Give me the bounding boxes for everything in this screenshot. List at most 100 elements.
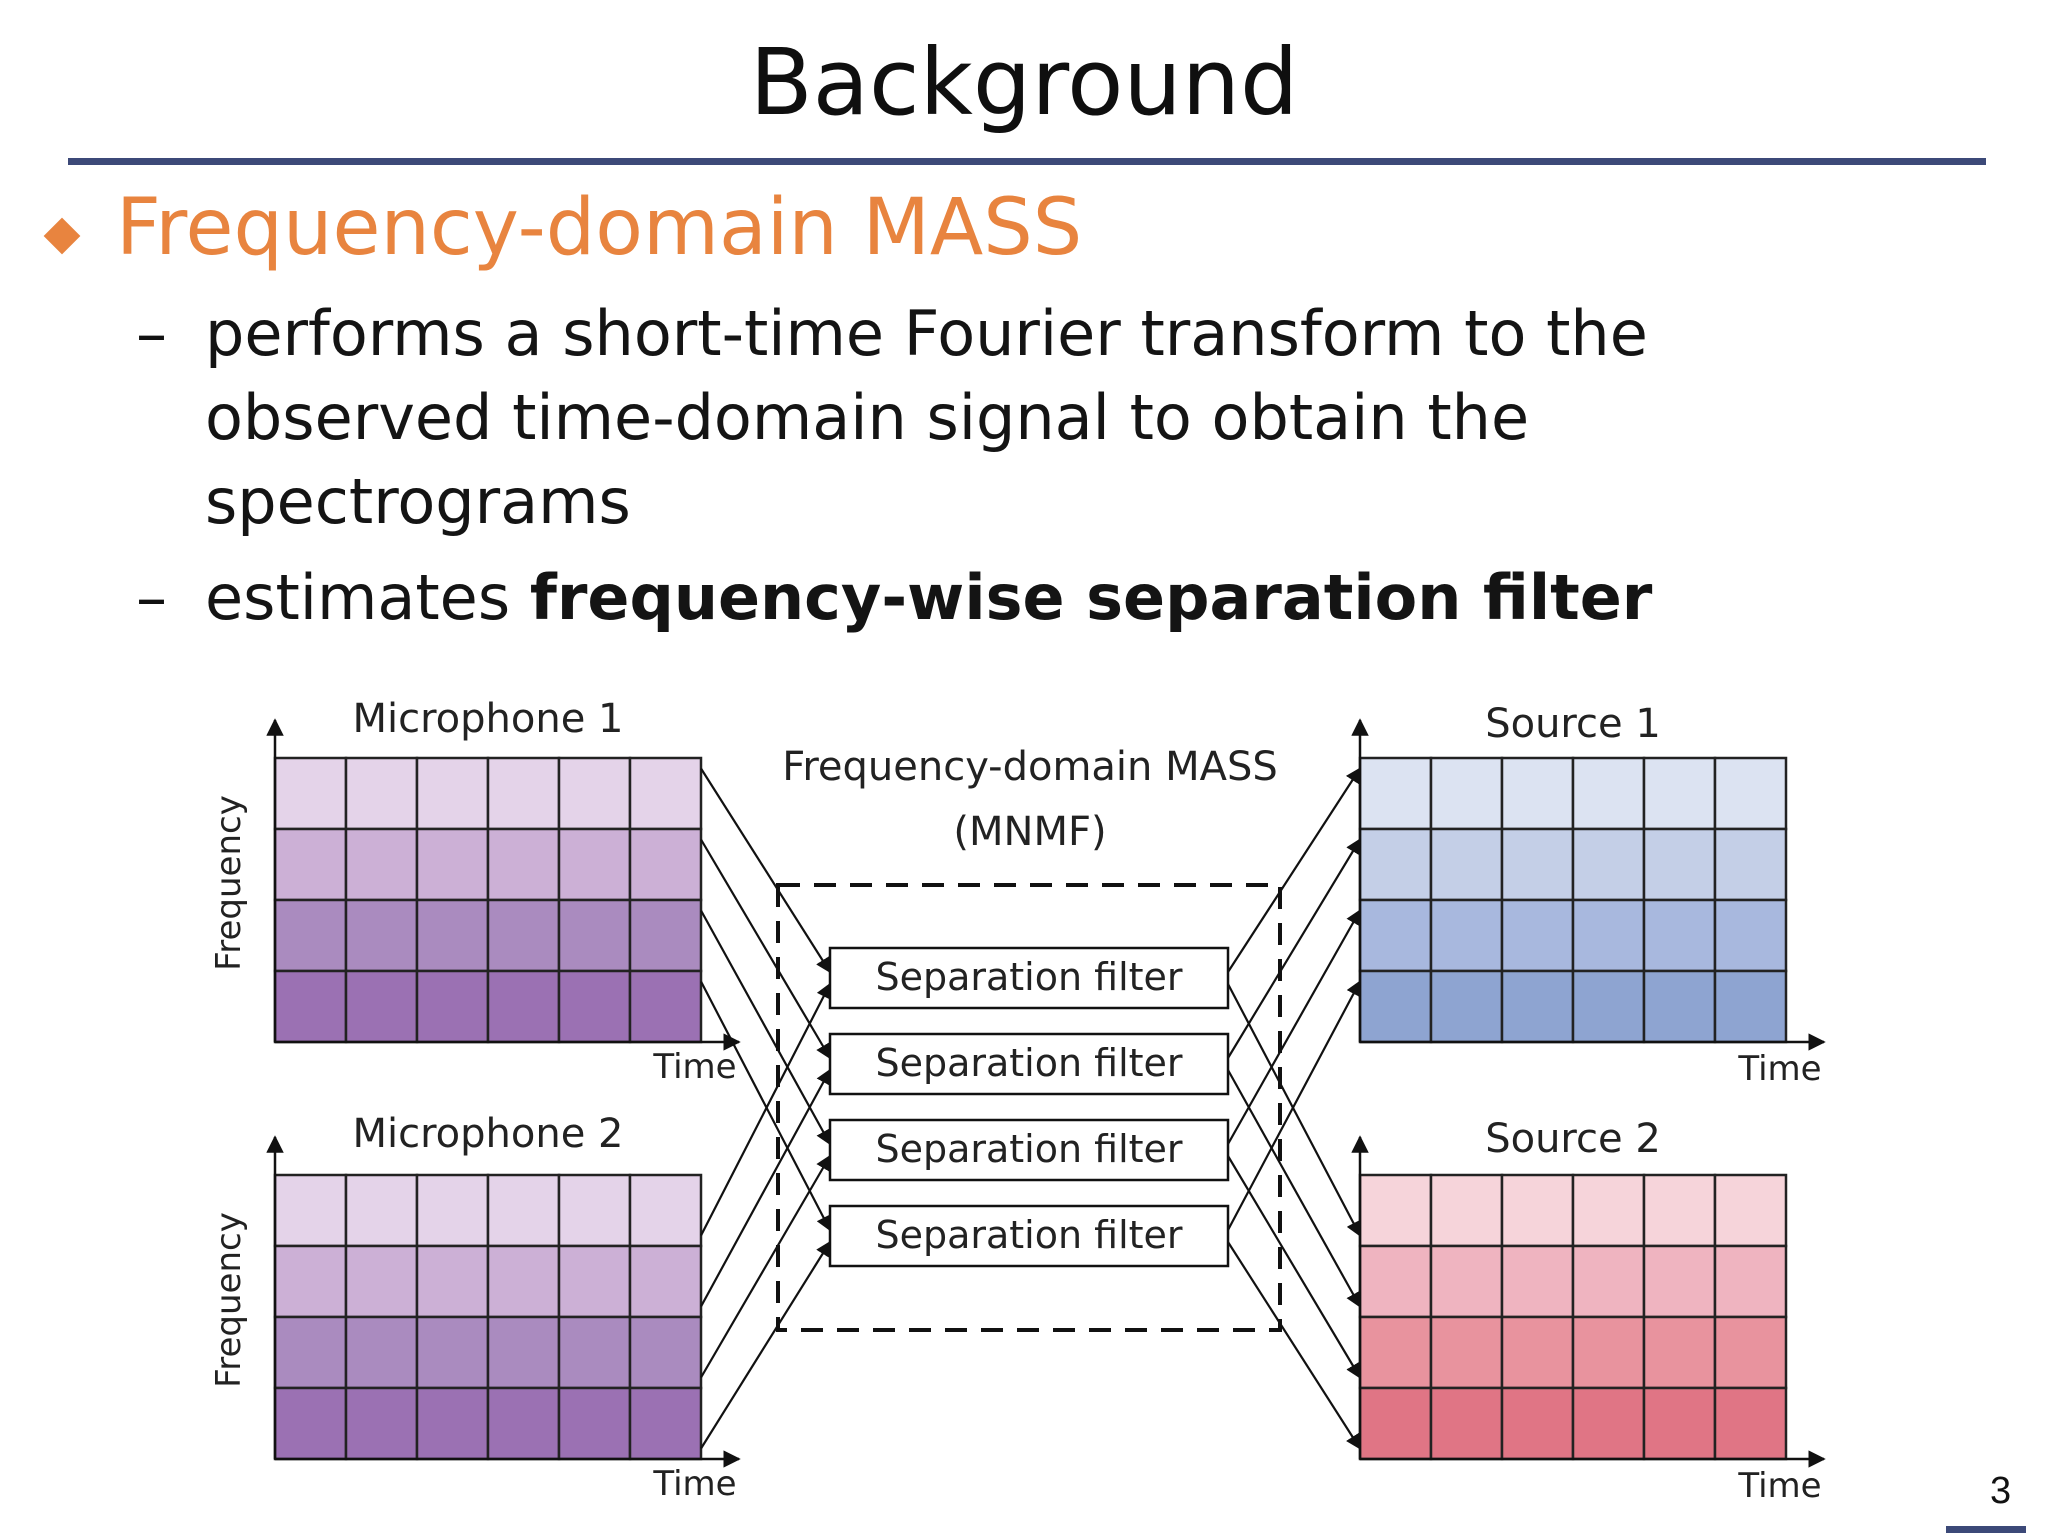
separation-filter-label: Separation filter <box>875 955 1182 999</box>
spectrogram-cell <box>1571 898 1646 973</box>
connection-arrow <box>1227 909 1361 1145</box>
spectrogram-cell <box>1358 756 1433 831</box>
dash-bullet-icon: – <box>136 561 167 634</box>
spectrogram-cell <box>1642 1315 1717 1390</box>
spectrogram-cell <box>1429 1173 1504 1248</box>
separation-filter-label: Separation filter <box>875 1041 1182 1085</box>
spectrogram-cell <box>628 1386 703 1461</box>
bullet-text-2-prefix: estimates <box>205 561 530 634</box>
connection-arrow <box>700 767 831 974</box>
spectrogram-cell <box>1429 1315 1504 1390</box>
spectrogram-cell <box>1358 1173 1433 1248</box>
spectrogram-cell <box>273 756 348 831</box>
spectrogram-cell <box>344 969 419 1044</box>
source-1-label: Source 1 <box>1485 701 1661 747</box>
spectrogram-cell <box>344 756 419 831</box>
spectrogram-cell <box>1642 827 1717 902</box>
spectrogram-cell <box>415 827 490 902</box>
page-number: 3 <box>1990 1470 2012 1512</box>
connection-arrow <box>1227 1069 1361 1308</box>
spectrogram-cell <box>273 1386 348 1461</box>
center-title-line2: (MNMF) <box>953 809 1106 855</box>
bullet-text-2-bold: frequency-wise separation filter <box>529 561 1653 634</box>
spectrogram-cell <box>486 827 561 902</box>
spectrogram-cell <box>1713 898 1788 973</box>
spectrogram-cell <box>415 1386 490 1461</box>
microphone-2-label: Microphone 2 <box>353 1111 624 1157</box>
microphone-1-label: Microphone 1 <box>353 696 624 742</box>
source-2-spectrogram <box>1351 1135 1826 1468</box>
spectrogram-cell <box>273 1315 348 1390</box>
connection-arrow <box>700 982 831 1237</box>
separation-filter-box <box>828 1118 1230 1182</box>
spectrogram-cell <box>273 1244 348 1319</box>
spectrogram-cell <box>415 1244 490 1319</box>
time-axis-label: Time <box>1737 1466 1821 1506</box>
spectrogram-cell <box>1429 898 1504 973</box>
connection-arrow <box>1227 983 1361 1237</box>
spectrogram-cell <box>1429 1386 1504 1461</box>
spectrogram-cell <box>1429 969 1504 1044</box>
spectrogram-cell <box>1429 756 1504 831</box>
connection-arrow <box>700 980 831 1232</box>
time-axis-label: Time <box>1737 1049 1821 1089</box>
spectrogram-cell <box>628 1244 703 1319</box>
spectrogram-cell <box>1500 1315 1575 1390</box>
spectrogram-cell <box>1571 756 1646 831</box>
bullet-text-2: estimates frequency-wise separation filt… <box>205 556 1905 640</box>
spectrogram-cell <box>1571 1386 1646 1461</box>
spectrogram-cell <box>1571 1173 1646 1248</box>
separation-filter-box <box>828 1204 1230 1268</box>
source-2-label: Source 2 <box>1485 1116 1661 1162</box>
spectrogram-cell <box>1713 969 1788 1044</box>
spectrogram-cell <box>344 898 419 973</box>
spectrogram-cell <box>1642 756 1717 831</box>
spectrogram-cell <box>1713 1173 1788 1248</box>
spectrogram-cell <box>1429 1244 1504 1319</box>
spectrogram-cell <box>486 1315 561 1390</box>
spectrogram-cell <box>273 1173 348 1248</box>
spectrogram-cell <box>628 756 703 831</box>
spectrogram-cell <box>273 969 348 1044</box>
spectrogram-cell <box>1500 1173 1575 1248</box>
spectrogram-cell <box>628 969 703 1044</box>
connection-arrow <box>700 1154 831 1379</box>
spectrogram-cell <box>1500 827 1575 902</box>
spectrogram-cell <box>1358 898 1433 973</box>
spectrogram-cell <box>1642 898 1717 973</box>
spectrogram-cell <box>557 969 632 1044</box>
spectrogram-cell <box>344 827 419 902</box>
time-axis-label: Time <box>652 1047 736 1087</box>
spectrogram-cell <box>1713 1386 1788 1461</box>
mnmf-dashed-box <box>776 883 1282 1332</box>
connection-arrow <box>1227 838 1361 1059</box>
mass-diagram: Frequency-domain MASS (MNMF) Separation … <box>209 696 1826 1506</box>
spectrogram-cell <box>1642 969 1717 1044</box>
separation-filter-box <box>828 1032 1230 1096</box>
spectrogram-cell <box>344 1386 419 1461</box>
connection-arrow <box>700 909 831 1146</box>
microphone-1-spectrogram <box>266 718 741 1051</box>
spectrogram-cell <box>486 969 561 1044</box>
page-number-rule <box>1946 1526 2026 1533</box>
connection-arrow <box>1227 1155 1361 1379</box>
spectrogram-cell <box>1642 1244 1717 1319</box>
title-rule <box>68 158 1986 165</box>
spectrogram-cell <box>1713 1315 1788 1390</box>
microphone-2-spectrogram <box>266 1135 741 1468</box>
spectrogram-cell <box>557 1244 632 1319</box>
spectrogram-cell <box>415 969 490 1044</box>
section-heading: Frequency-domain MASS <box>116 183 1083 273</box>
spectrogram-cell <box>1713 827 1788 902</box>
frequency-axis-label: Frequency <box>209 1212 249 1388</box>
spectrogram-cell <box>1429 827 1504 902</box>
spectrogram-cell <box>628 1173 703 1248</box>
spectrogram-cell <box>557 1315 632 1390</box>
spectrogram-cell <box>1358 827 1433 902</box>
connection-arrows <box>700 767 1361 1450</box>
source-1-spectrogram <box>1351 718 1826 1051</box>
spectrogram-cell <box>557 898 632 973</box>
spectrogram-cell <box>1500 1244 1575 1319</box>
bullet-text-1: performs a short-time Fourier transform … <box>205 297 1648 538</box>
spectrogram-cell <box>1358 1244 1433 1319</box>
